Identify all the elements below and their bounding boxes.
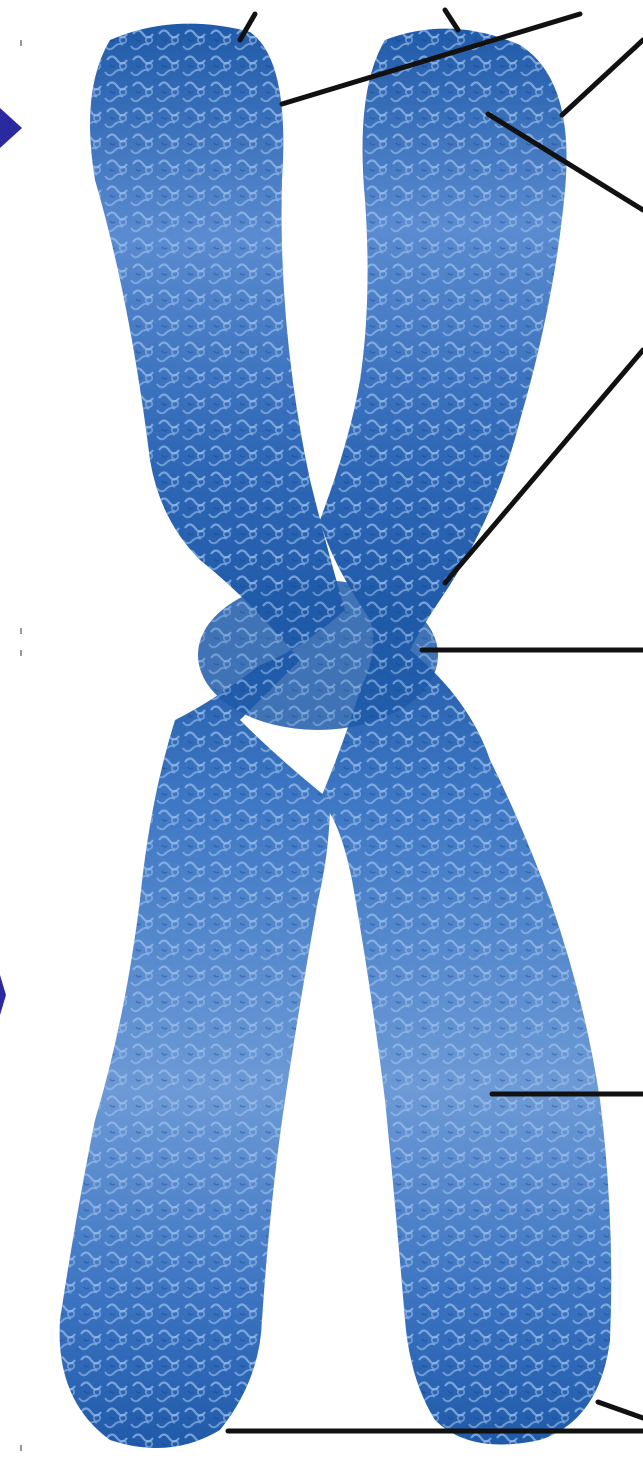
chromatid-right xyxy=(320,29,611,1445)
centromere-texture xyxy=(198,580,438,730)
leader-line-top-mid xyxy=(445,10,458,30)
edge-mark xyxy=(20,628,22,634)
arrow-left-bottom-icon xyxy=(0,975,6,1015)
chromatid-right-texture xyxy=(320,29,611,1445)
leader-line-telomere-right xyxy=(562,40,643,115)
chromatid-left xyxy=(60,24,345,1448)
centromere xyxy=(198,580,438,730)
chromatid-left-texture xyxy=(60,24,345,1448)
edge-mark xyxy=(20,40,22,46)
arrow-left-top-icon xyxy=(0,108,22,148)
edge-mark xyxy=(20,650,22,656)
edge-mark xyxy=(20,1445,22,1451)
leader-line-telomere-bottom-right xyxy=(598,1402,643,1418)
